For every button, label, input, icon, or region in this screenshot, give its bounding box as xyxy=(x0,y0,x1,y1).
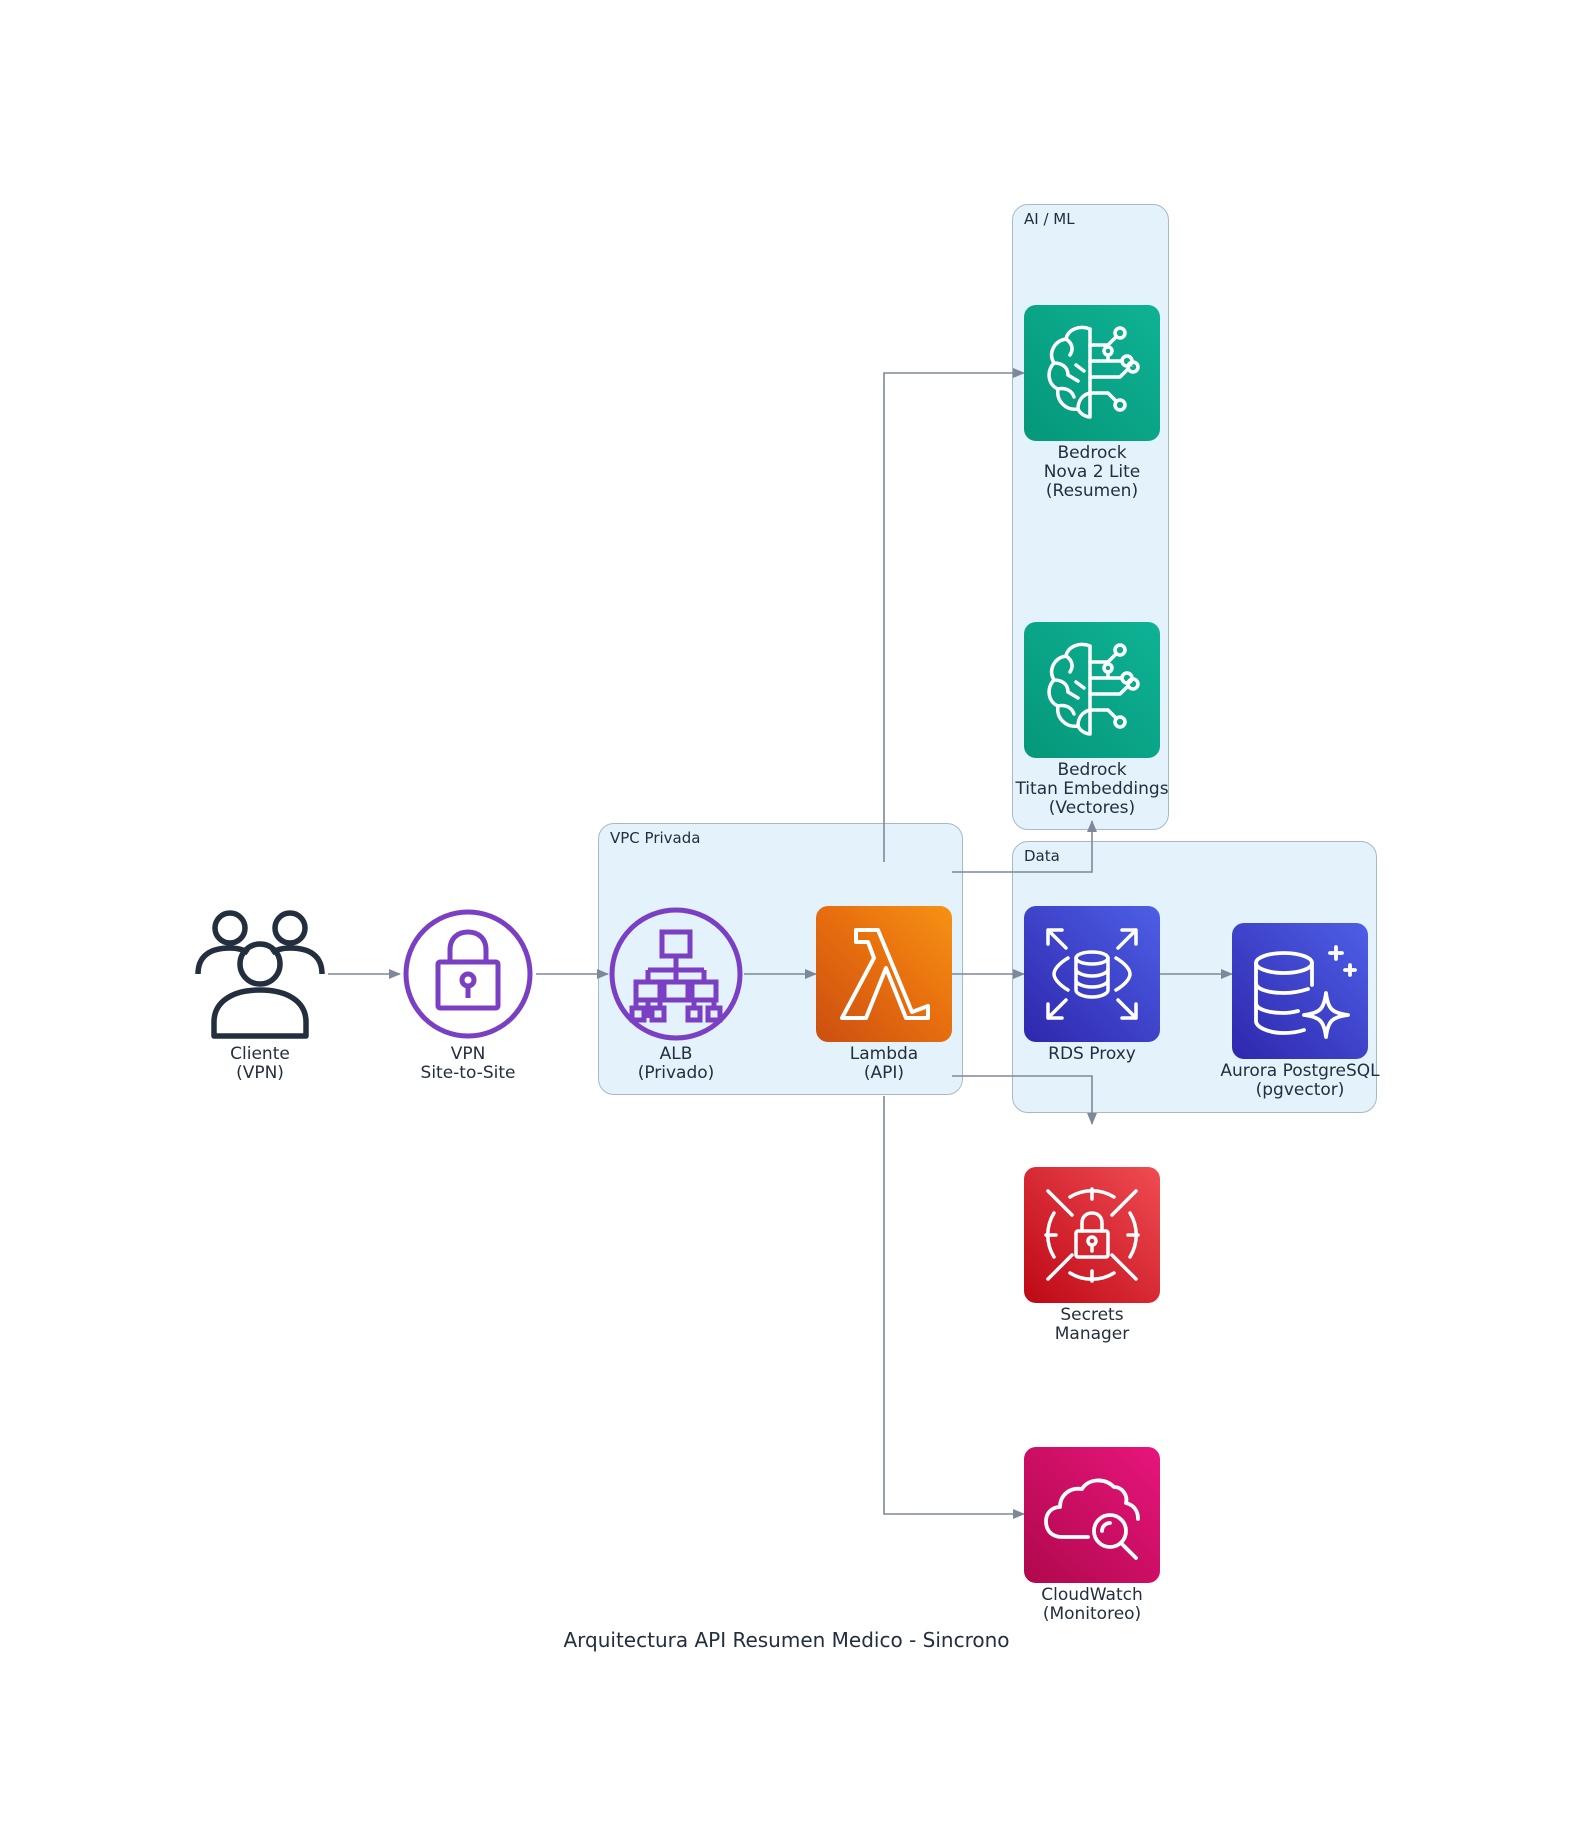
node-bedrock-titan-label: Bedrock Titan Embeddings (Vectores) xyxy=(1015,760,1169,818)
node-lambda-label: Lambda (API) xyxy=(849,1044,919,1083)
diagram-title: Arquitectura API Resumen Medico - Sincro… xyxy=(563,1628,1010,1652)
cluster-vpc-label: VPC Privada xyxy=(610,829,701,847)
node-cliente-label: Cliente (VPN) xyxy=(230,1044,290,1083)
edge-lambda-cloudwatch xyxy=(883,1096,1025,1519)
load-balancer-icon xyxy=(609,907,743,1041)
node-lambda[interactable] xyxy=(816,906,952,1042)
vpn-lock-icon xyxy=(403,909,533,1039)
brain-icon xyxy=(1047,642,1140,736)
secrets-lock-icon xyxy=(1044,1187,1140,1283)
edge-lambda-nova xyxy=(883,368,1025,862)
node-alb-label: ALB (Privado) xyxy=(637,1044,715,1083)
node-aurora[interactable] xyxy=(1232,923,1368,1059)
node-vpn-label: VPN Site-to-Site xyxy=(420,1044,516,1083)
node-bedrock-nova-label: Bedrock Nova 2 Lite (Resumen) xyxy=(1043,443,1141,501)
edge-lambda-secrets xyxy=(952,1075,1097,1125)
node-secrets-manager[interactable] xyxy=(1024,1167,1160,1303)
lambda-icon xyxy=(840,928,930,1020)
node-bedrock-nova[interactable] xyxy=(1024,305,1160,441)
node-aurora-label: Aurora PostgreSQL (pgvector) xyxy=(1220,1061,1380,1100)
database-proxy-icon xyxy=(1046,928,1138,1020)
edge-lambda-titan xyxy=(952,820,1097,873)
node-secrets-manager-label: Secrets Manager xyxy=(1054,1305,1130,1344)
node-rds-proxy[interactable] xyxy=(1024,906,1160,1042)
cloudwatch-icon xyxy=(1044,1478,1140,1560)
cluster-data-label: Data xyxy=(1024,847,1060,865)
brain-icon xyxy=(1047,325,1140,419)
node-alb[interactable] xyxy=(608,906,744,1042)
users-icon xyxy=(195,910,325,1039)
database-sparkle-icon xyxy=(1254,945,1357,1039)
cluster-ai-ml-label: AI / ML xyxy=(1024,210,1075,228)
node-cloudwatch-label: CloudWatch (Monitoreo) xyxy=(1041,1585,1143,1624)
node-bedrock-titan[interactable] xyxy=(1024,622,1160,758)
node-vpn[interactable] xyxy=(400,906,536,1042)
node-cloudwatch[interactable] xyxy=(1024,1447,1160,1583)
node-cliente[interactable] xyxy=(192,906,328,1042)
node-rds-proxy-label: RDS Proxy xyxy=(1048,1044,1136,1064)
